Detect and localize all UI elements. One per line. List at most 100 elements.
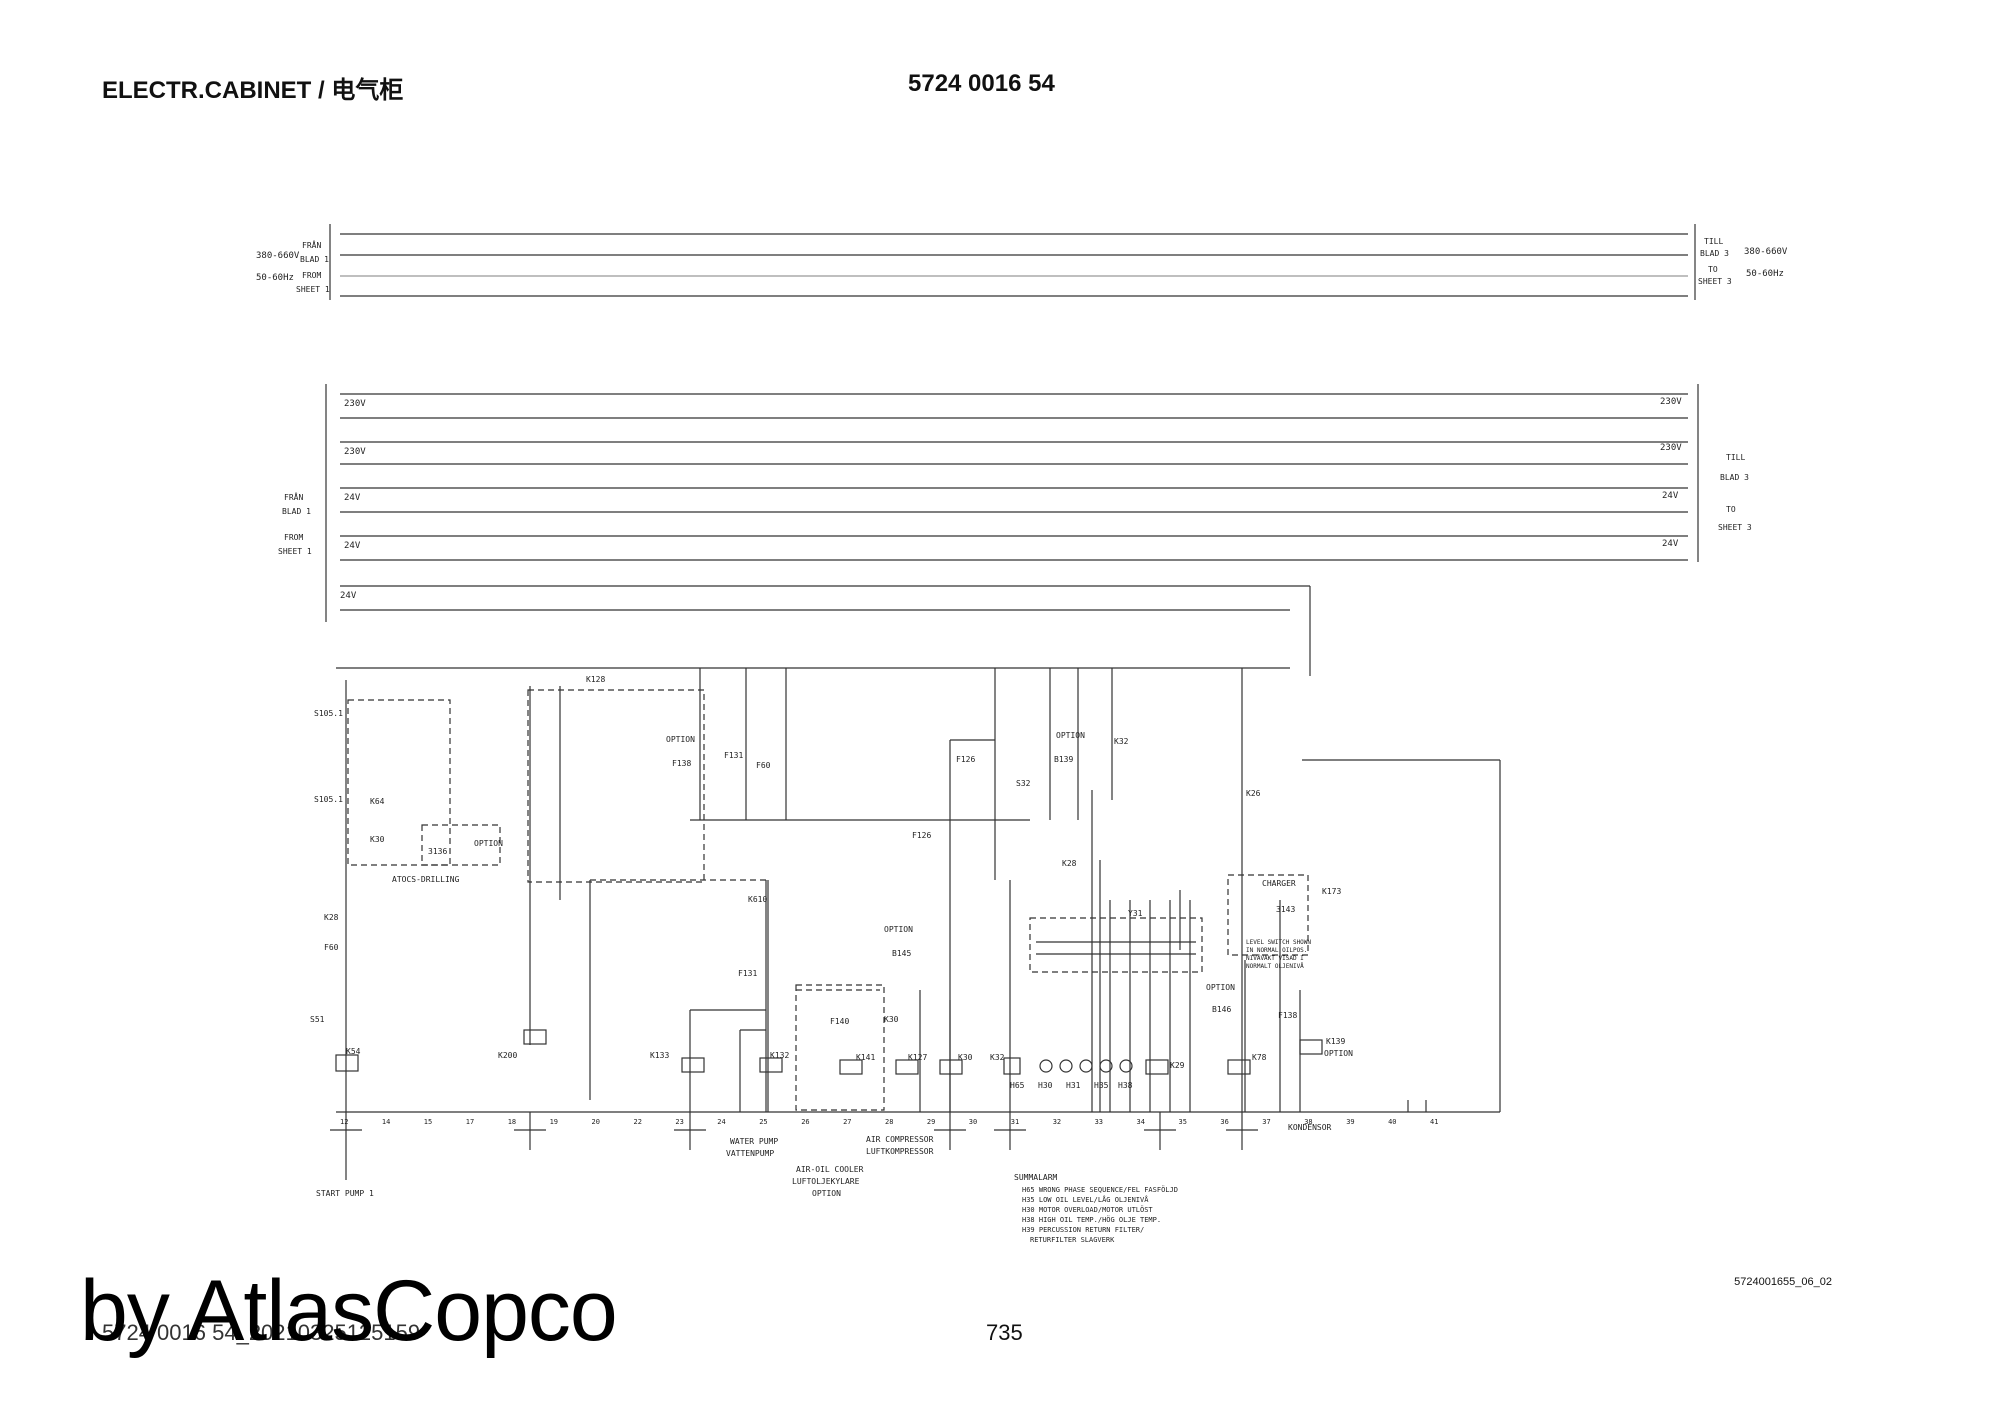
bus-mid-blad: BLAD 1	[282, 507, 311, 516]
label-h38: H38	[1118, 1081, 1133, 1090]
label-k30: K30	[370, 835, 385, 844]
wire-number: 14	[382, 1118, 390, 1126]
wire-number: 17	[466, 1118, 474, 1126]
label-h35-desc: H35 LOW OIL LEVEL/LÅG OLJENIVÅ	[1022, 1195, 1149, 1204]
wire-number: 18	[508, 1118, 516, 1126]
bus-top-right-voltage: 380-660V	[1744, 247, 1788, 257]
label-water-pump: WATER PUMP	[730, 1137, 778, 1146]
drawing-reference: 5724001655_06_02	[1734, 1276, 1832, 1288]
label-atocs: ATOCS-DRILLING	[392, 875, 460, 884]
wire-number: 34	[1137, 1118, 1145, 1126]
label-y31: Y31	[1128, 909, 1143, 918]
part-number: 5724 0016 54	[908, 70, 1055, 97]
label-f60: F60	[324, 943, 339, 952]
wire-number: 37	[1262, 1118, 1270, 1126]
label-option-f138: OPTION	[666, 735, 695, 744]
bus-230v-right-a: 230V	[1660, 397, 1682, 407]
wire-number: 41	[1430, 1118, 1438, 1126]
bus-230v-right-b: 230V	[1660, 443, 1682, 453]
label-f138b: F138	[1278, 1011, 1297, 1020]
bus-230v-a: 230V	[344, 399, 366, 409]
wire-number: 24	[717, 1118, 725, 1126]
label-option-b139: OPTION	[1056, 731, 1085, 740]
bus-top-right-freq: 50-60Hz	[1746, 269, 1784, 279]
label-k29: K29	[1170, 1061, 1185, 1070]
label-level3: NIVÅVAKT VISAD I	[1246, 955, 1304, 962]
label-s1052: S105.1	[314, 795, 343, 804]
label-k200: K200	[498, 1051, 517, 1060]
label-h65-desc: H65 WRONG PHASE SEQUENCE/FEL FASFÖLJD	[1022, 1185, 1178, 1194]
bus-24v-right-a: 24V	[1662, 491, 1679, 501]
label-k64: K64	[370, 797, 385, 806]
label-b143: 3143	[1276, 905, 1295, 914]
label-start-pump: START PUMP 1	[316, 1189, 374, 1198]
bus-mid-sheet: SHEET 1	[278, 547, 312, 556]
wire-number: 36	[1220, 1118, 1228, 1126]
wire-number: 28	[885, 1118, 893, 1126]
wire-number: 20	[592, 1118, 600, 1126]
bus-top-right-blad: BLAD 3	[1700, 249, 1729, 258]
label-air-oil-cooler-se: LUFTOLJEKYLARE	[792, 1177, 860, 1186]
label-h39-desc2: RETURFILTER SLAGVERK	[1030, 1236, 1115, 1244]
label-s32: S32	[1016, 779, 1031, 788]
wire-number: 30	[969, 1118, 977, 1126]
label-k610: K610	[748, 895, 767, 904]
bus-top-left-voltage: 380-660V	[256, 251, 300, 261]
label-k127: K127	[908, 1053, 927, 1062]
label-b145: B145	[892, 949, 911, 958]
wire-number: 31	[1011, 1118, 1019, 1126]
label-s1051: S105.1	[314, 709, 343, 718]
label-k173: K173	[1322, 887, 1341, 896]
label-k32b: K32	[990, 1053, 1005, 1062]
footer-filename: 5724 0016 54_20210325125159	[102, 1320, 421, 1345]
wire-number: 26	[801, 1118, 809, 1126]
watermark: by AtlasCopco	[80, 1263, 618, 1359]
wire-number: 15	[424, 1118, 432, 1126]
wire-number: 40	[1388, 1118, 1396, 1126]
label-k141: K141	[856, 1053, 875, 1062]
bus-24v-right-b: 24V	[1662, 539, 1679, 549]
label-k26: K26	[1246, 789, 1261, 798]
document-title: ELECTR.CABINET / 电气柜	[102, 77, 404, 104]
wire-number: 12	[340, 1118, 348, 1126]
bus-230v-b: 230V	[344, 447, 366, 457]
bus-24v-a: 24V	[344, 493, 361, 503]
label-h30-desc: H30 MOTOR OVERLOAD/MOTOR UTLÖST	[1022, 1205, 1153, 1214]
wire-number: 38	[1304, 1118, 1312, 1126]
wire-number: 23	[675, 1118, 683, 1126]
label-f140: F140	[830, 1017, 849, 1026]
label-option-b146: OPTION	[1206, 983, 1235, 992]
label-b139: B139	[1054, 755, 1073, 764]
bus-mid-blad3: BLAD 3	[1720, 473, 1749, 482]
label-option-k139: OPTION	[1324, 1049, 1353, 1058]
bus-top-left-freq: 50-60Hz	[256, 273, 294, 283]
label-air-oil-cooler: AIR-OIL COOLER	[796, 1165, 864, 1174]
label-b136: 3136	[428, 847, 447, 856]
bus-mid-from: FRÅN	[284, 491, 303, 502]
label-k28: K28	[324, 913, 339, 922]
bus-top-left-sheet: SHEET 1	[296, 285, 330, 294]
bus-top-right-till: TILL	[1704, 237, 1723, 246]
wire-number: 32	[1053, 1118, 1061, 1126]
label-h39-desc: H39 PERCUSSION RETURN FILTER/	[1022, 1226, 1144, 1234]
wire-number: 35	[1179, 1118, 1187, 1126]
bus-top-right-sheet: SHEET 3	[1698, 277, 1732, 286]
wire-number: 39	[1346, 1118, 1354, 1126]
label-charger: CHARGER	[1262, 879, 1296, 888]
label-option1: OPTION	[474, 839, 503, 848]
bus-top-right-to: TO	[1708, 265, 1718, 274]
wire-number: 33	[1095, 1118, 1103, 1126]
bus-top-left-from: FRÅN	[302, 239, 321, 250]
label-air-compressor-se: LUFTKOMPRESSOR	[866, 1147, 934, 1156]
bus-top-left-from-en: FROM	[302, 271, 321, 280]
bus-24v-c: 24V	[340, 591, 357, 601]
label-k54: K54	[346, 1047, 361, 1056]
wire-number: 22	[634, 1118, 642, 1126]
label-h30: H30	[1038, 1081, 1053, 1090]
label-level4: NORMALT OLJENIVÅ	[1246, 963, 1304, 970]
label-f60b: F60	[756, 761, 771, 770]
label-b146: B146	[1212, 1005, 1231, 1014]
label-air-oil-option: OPTION	[812, 1189, 841, 1198]
